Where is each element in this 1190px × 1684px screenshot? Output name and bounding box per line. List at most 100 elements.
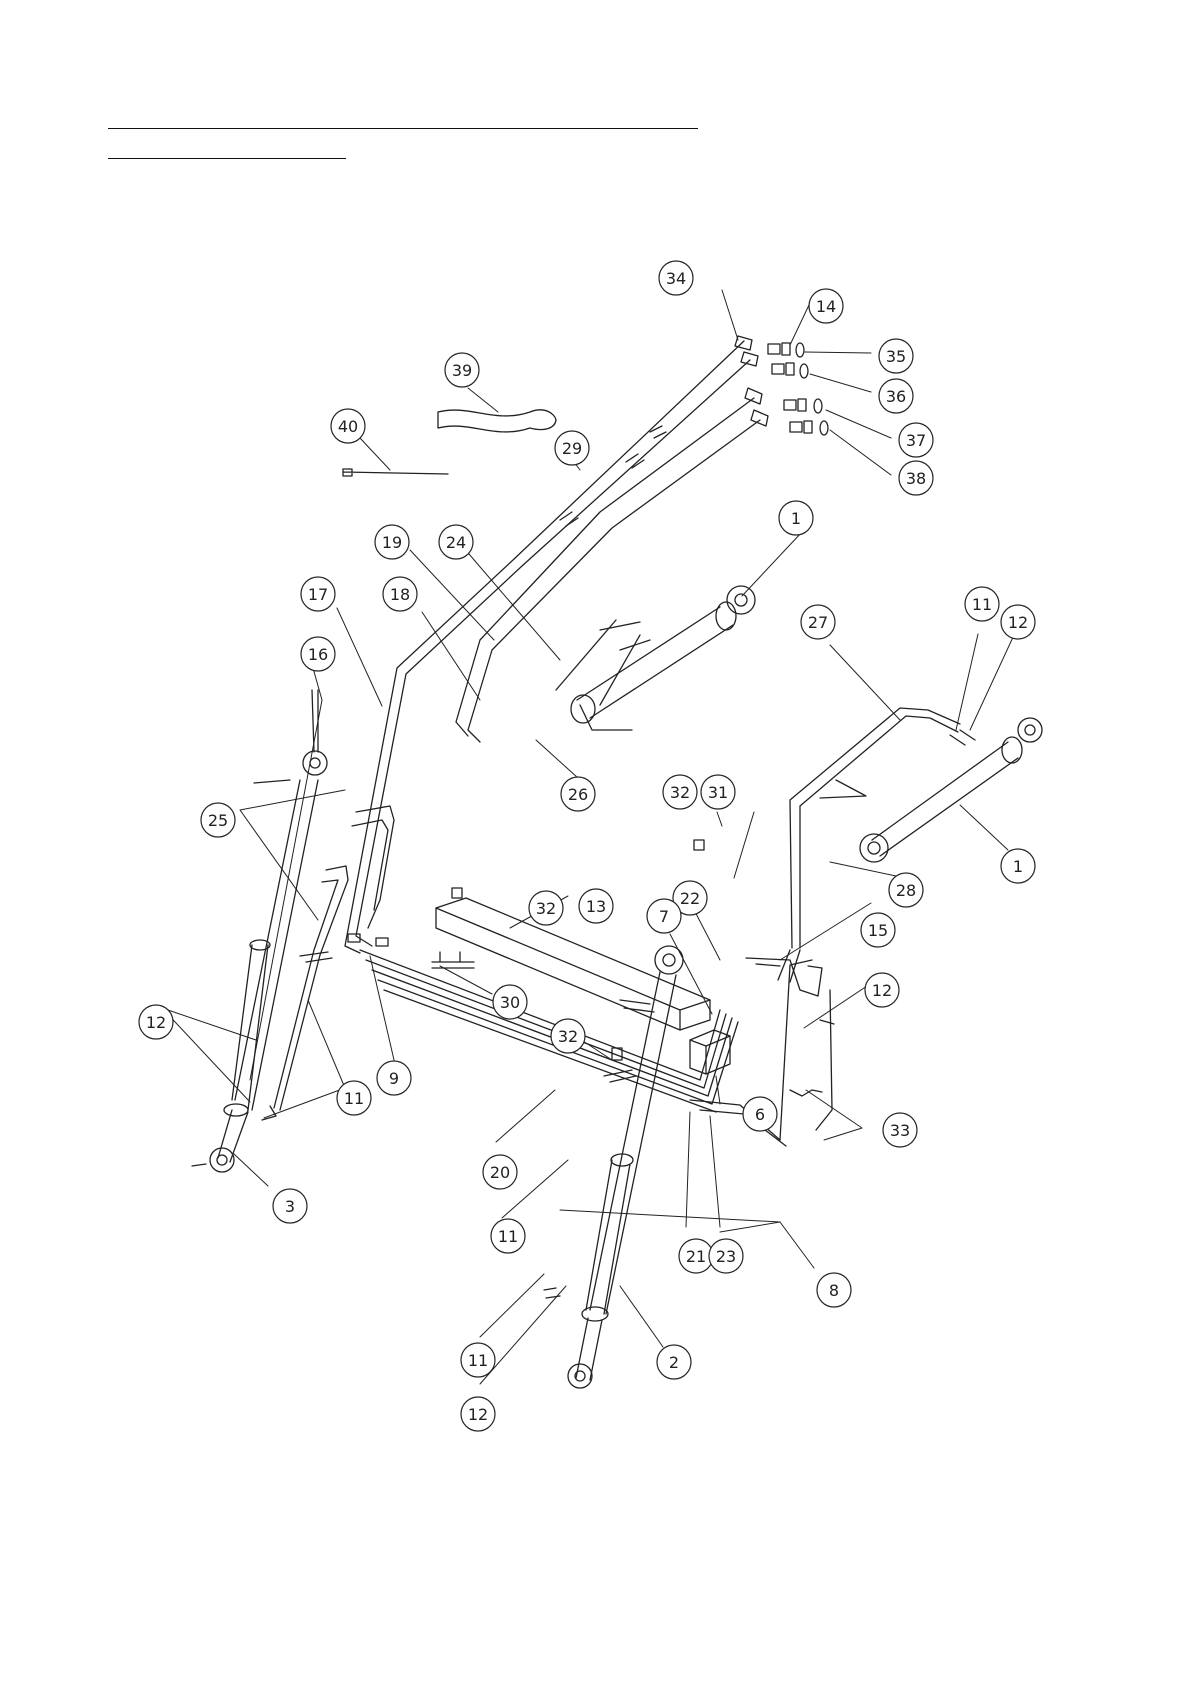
callout-label: 15 (868, 921, 888, 940)
callout-label: 14 (816, 297, 836, 316)
callout-label: 9 (389, 1069, 399, 1088)
callout-c35: 35 (879, 339, 913, 373)
callout-label: 18 (390, 585, 410, 604)
callout-label: 34 (666, 269, 686, 288)
callout-label: 27 (808, 613, 828, 632)
callout-c20: 20 (483, 1155, 517, 1189)
callout-c7: 7 (647, 899, 681, 933)
lift-cylinder-1-upper (556, 586, 755, 730)
callout-label: 31 (708, 783, 728, 802)
callout-label: 36 (886, 387, 906, 406)
callout-label: 2 (669, 1353, 679, 1372)
callout-label: 19 (382, 533, 402, 552)
callout-c12b: 12 (865, 973, 899, 1007)
callout-label: 22 (680, 889, 700, 908)
callout-label: 11 (498, 1227, 518, 1246)
callout-label: 17 (308, 585, 328, 604)
callout-label: 23 (716, 1247, 736, 1266)
callout-label: 29 (562, 439, 582, 458)
callout-label: 11 (468, 1351, 488, 1370)
callout-c3: 3 (273, 1189, 307, 1223)
callout-c38: 38 (899, 461, 933, 495)
callout-c24: 24 (439, 525, 473, 559)
callout-label: 6 (755, 1105, 765, 1124)
callout-label: 21 (686, 1247, 706, 1266)
callout-c12c: 12 (139, 1005, 173, 1039)
callout-label: 20 (490, 1163, 510, 1182)
callout-c37: 37 (899, 423, 933, 457)
callout-c12d: 12 (461, 1397, 495, 1431)
callout-c11c: 11 (491, 1219, 525, 1253)
callout-label: 32 (536, 899, 556, 918)
callout-c39: 39 (445, 353, 479, 387)
callout-c12a: 12 (1001, 605, 1035, 639)
lift-cylinder-1-right (860, 718, 1042, 862)
upper-fittings (768, 343, 828, 435)
callout-label: 12 (872, 981, 892, 1000)
callout-c13: 13 (579, 889, 613, 923)
callout-label: 16 (308, 645, 328, 664)
callout-c9: 9 (377, 1061, 411, 1095)
callout-c29: 29 (555, 431, 589, 465)
protective-sleeve-39 (438, 410, 556, 432)
callout-c27: 27 (801, 605, 835, 639)
callout-c40: 40 (331, 409, 365, 443)
callout-label: 12 (146, 1013, 166, 1032)
callout-label: 32 (670, 783, 690, 802)
callout-label: 28 (896, 881, 916, 900)
callout-label: 7 (659, 907, 669, 926)
callout-c11a: 11 (965, 587, 999, 621)
callout-c25: 25 (201, 803, 235, 837)
callout-c2: 2 (657, 1345, 691, 1379)
callout-c21: 21 (679, 1239, 713, 1273)
callout-c34: 34 (659, 261, 693, 295)
callout-c28: 28 (889, 873, 923, 907)
callout-label: 40 (338, 417, 358, 436)
callout-c32a: 32 (663, 775, 697, 809)
callout-label: 33 (890, 1121, 910, 1140)
callout-label: 12 (468, 1405, 488, 1424)
upper-tube-bundle (345, 336, 768, 953)
callout-label: 11 (344, 1089, 364, 1108)
callout-label: 1 (1013, 857, 1023, 876)
callout-label: 32 (558, 1027, 578, 1046)
callout-c8: 8 (817, 1273, 851, 1307)
callout-label: 1 (791, 509, 801, 528)
callout-label: 35 (886, 347, 906, 366)
cylinder-2-center (544, 946, 683, 1388)
callout-c36: 36 (879, 379, 913, 413)
callout-label: 38 (906, 469, 926, 488)
callout-c23: 23 (709, 1239, 743, 1273)
callout-label: 3 (285, 1197, 295, 1216)
callout-c33: 33 (883, 1113, 917, 1147)
fittings-9-30-32 (348, 840, 704, 1082)
callout-label: 37 (906, 431, 926, 450)
callout-label: 11 (972, 595, 992, 614)
callout-c30: 30 (493, 985, 527, 1019)
callout-c11d: 11 (461, 1343, 495, 1377)
callout-c1a: 1 (779, 501, 813, 535)
callout-c14: 14 (809, 289, 843, 323)
callout-label: 25 (208, 811, 228, 830)
callout-label: 8 (829, 1281, 839, 1300)
callout-c17: 17 (301, 577, 335, 611)
callout-c31: 31 (701, 775, 735, 809)
callout-c32c: 32 (551, 1019, 585, 1053)
callout-label: 12 (1008, 613, 1028, 632)
callout-label: 30 (500, 993, 520, 1012)
callout-c11b: 11 (337, 1081, 371, 1115)
callout-c32b: 32 (529, 891, 563, 925)
callout-c18: 18 (383, 577, 417, 611)
callout-c1b: 1 (1001, 849, 1035, 883)
callout-label: 26 (568, 785, 588, 804)
callout-label: 39 (452, 361, 472, 380)
callout-c15: 15 (861, 913, 895, 947)
callout-c6: 6 (743, 1097, 777, 1131)
callout-label: 13 (586, 897, 606, 916)
callout-c19: 19 (375, 525, 409, 559)
cylinder-3-left (192, 690, 327, 1172)
cable-tie-40 (343, 469, 448, 476)
